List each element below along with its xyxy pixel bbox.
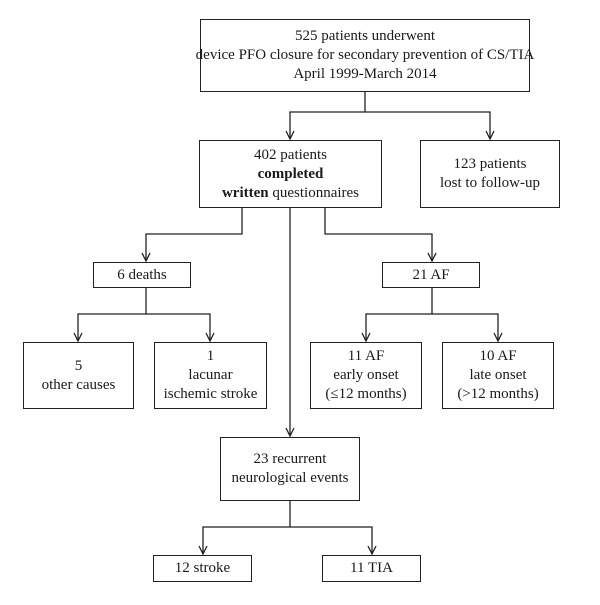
- completed-line-3: written questionnaires: [222, 184, 359, 203]
- box-lacunar-stroke: 1 lacunar ischemic stroke: [154, 342, 267, 409]
- arrow-to-af-early: [366, 287, 433, 341]
- box-lost-to-follow-up: 123 patients lost to follow-up: [420, 140, 560, 208]
- box-af-late-onset: 10 AF late onset (>12 months): [442, 342, 554, 409]
- af-late-line-2: late onset: [469, 367, 527, 383]
- enrolled-line-3: April 1999-March 2014: [293, 66, 437, 82]
- tia-label: 11 TIA: [350, 560, 393, 576]
- enrolled-line-1: 525 patients underwent: [295, 28, 435, 44]
- arrow-to-completed: [290, 91, 366, 139]
- af-late-line-1: 10 AF: [479, 348, 517, 364]
- box-completed-questionnaires: 402 patients completed written questionn…: [199, 140, 382, 208]
- af-early-line-3: (≤12 months): [325, 386, 407, 402]
- lost-line-2: lost to follow-up: [440, 175, 540, 191]
- enrolled-line-2: device PFO closure for secondary prevent…: [195, 47, 535, 63]
- box-recurrent-events: 23 recurrent neurological events: [220, 437, 360, 501]
- completed-line-3-bold: written: [221, 184, 269, 201]
- af-early-line-2: early onset: [333, 367, 399, 383]
- completed-line-3-rest: questionnaires: [268, 184, 360, 201]
- completed-line-2: completed: [257, 165, 324, 182]
- lacunar-line-2: lacunar: [188, 367, 233, 383]
- arrow-to-deaths: [146, 207, 243, 261]
- arrow-to-tia: [290, 526, 372, 554]
- lost-line-1: 123 patients: [453, 156, 527, 172]
- arrow-to-af-late: [432, 313, 498, 341]
- arrow-to-other-causes: [78, 287, 147, 341]
- arrow-to-lacunar: [146, 313, 210, 341]
- other-causes-line-1: 5: [74, 357, 83, 374]
- stroke-label: 12 stroke: [174, 560, 231, 576]
- box-enrolled-patients: 525 patients underwent device PFO closur…: [196, 19, 534, 92]
- lacunar-line-3: ischemic stroke: [163, 386, 258, 402]
- box-other-causes: 5 other causes: [23, 342, 134, 409]
- lacunar-line-1: 1: [206, 348, 215, 364]
- af-early-line-1: 11 AF: [347, 348, 385, 364]
- deaths-label: 6 deaths: [117, 266, 167, 283]
- arrow-to-lost: [365, 111, 490, 139]
- box-af-early-onset: 11 AF early onset (≤12 months): [310, 342, 422, 409]
- box-af: 21 AF: [382, 262, 480, 288]
- af-label: 21 AF: [412, 266, 450, 283]
- recurrent-line-2: neurological events: [231, 470, 349, 486]
- af-late-line-3: (>12 months): [457, 386, 539, 402]
- recurrent-line-1: 23 recurrent: [253, 451, 327, 467]
- box-deaths: 6 deaths: [93, 262, 191, 288]
- other-causes-line-2: other causes: [41, 376, 116, 393]
- box-tia: 11 TIA: [322, 555, 421, 582]
- box-stroke: 12 stroke: [153, 555, 252, 582]
- completed-line-1: 402 patients: [254, 146, 327, 163]
- arrow-to-stroke: [203, 500, 291, 554]
- arrow-to-af: [324, 207, 432, 261]
